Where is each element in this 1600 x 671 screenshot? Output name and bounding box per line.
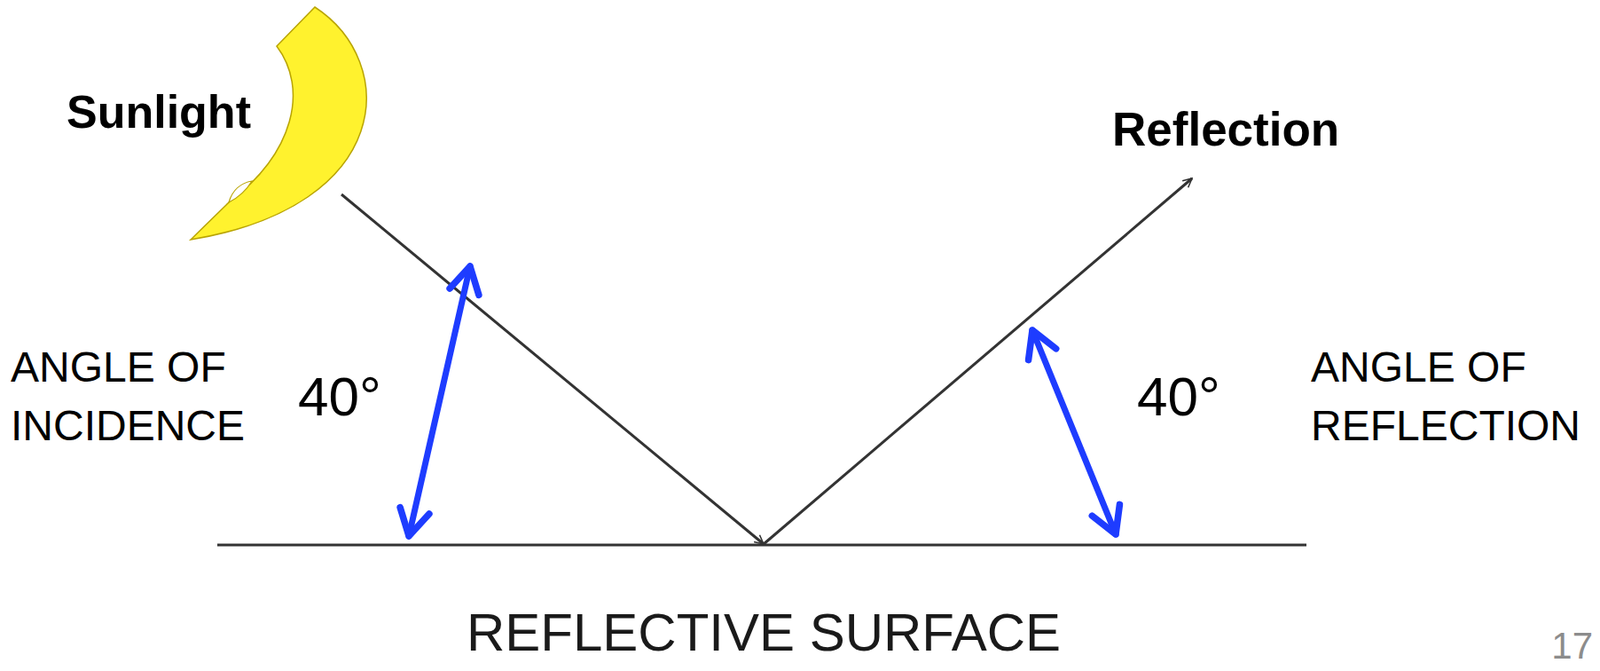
crescent-notch xyxy=(228,180,252,203)
page-number: 17 xyxy=(1551,624,1593,667)
angle-name: ANGLE OF REFLECTION xyxy=(1310,337,1581,455)
surface-label: REFLECTIVE SURFACE xyxy=(466,601,1061,663)
angle-value: 40° xyxy=(298,364,382,428)
incident-ray xyxy=(341,194,764,544)
angle-arrow xyxy=(1032,329,1116,534)
ray-label: Reflection xyxy=(1112,102,1340,157)
angle-value: 40° xyxy=(1137,364,1221,428)
reflected-ray xyxy=(763,178,1193,544)
source-label: Sunlight xyxy=(66,86,251,140)
angle-name: ANGLE OF INCIDENCE xyxy=(10,337,245,455)
angle-arrow xyxy=(408,266,471,536)
